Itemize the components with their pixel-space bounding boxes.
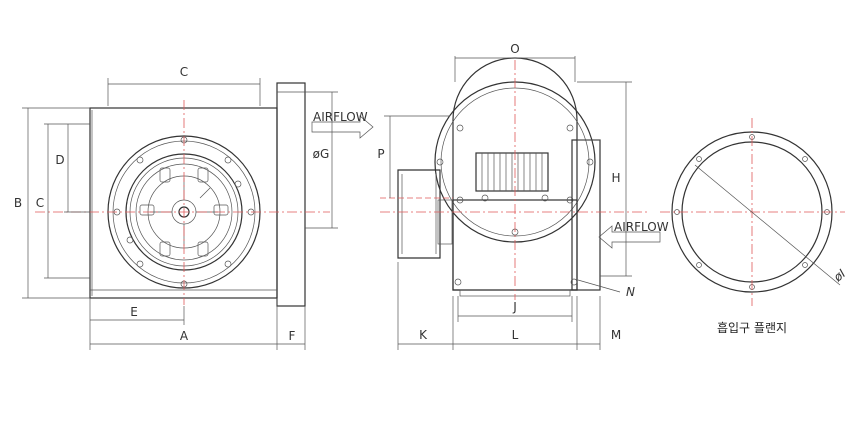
dim-k: K — [419, 328, 428, 342]
dim-e: E — [130, 305, 138, 319]
airflow-label-top: AIRFLOW — [313, 110, 368, 124]
dim-j: J — [512, 300, 517, 314]
dim-l: L — [512, 328, 519, 342]
front-view: C B C D E A F øG AIRFLOW — [14, 65, 374, 350]
flange-caption: 흡입구 플랜지 — [717, 321, 787, 335]
dim-b: B — [14, 196, 22, 210]
dim-h: H — [611, 171, 620, 185]
dim-g: øG — [313, 147, 330, 161]
dim-o: O — [510, 42, 519, 56]
dim-c-top: C — [180, 65, 188, 79]
dim-m: M — [611, 328, 621, 342]
dim-p: P — [377, 147, 384, 161]
dim-n: N — [626, 285, 635, 299]
dim-f: F — [289, 329, 296, 343]
dim-c-side: C — [36, 196, 44, 210]
dim-i: øI — [830, 266, 848, 285]
flange-view: øI 흡입구 플랜지 — [660, 118, 849, 335]
dim-a: A — [180, 329, 189, 343]
dim-d: D — [55, 153, 64, 167]
side-view: O P H J K L M N AIRFLOW — [377, 42, 669, 350]
airflow-label-bottom: AIRFLOW — [614, 220, 669, 234]
